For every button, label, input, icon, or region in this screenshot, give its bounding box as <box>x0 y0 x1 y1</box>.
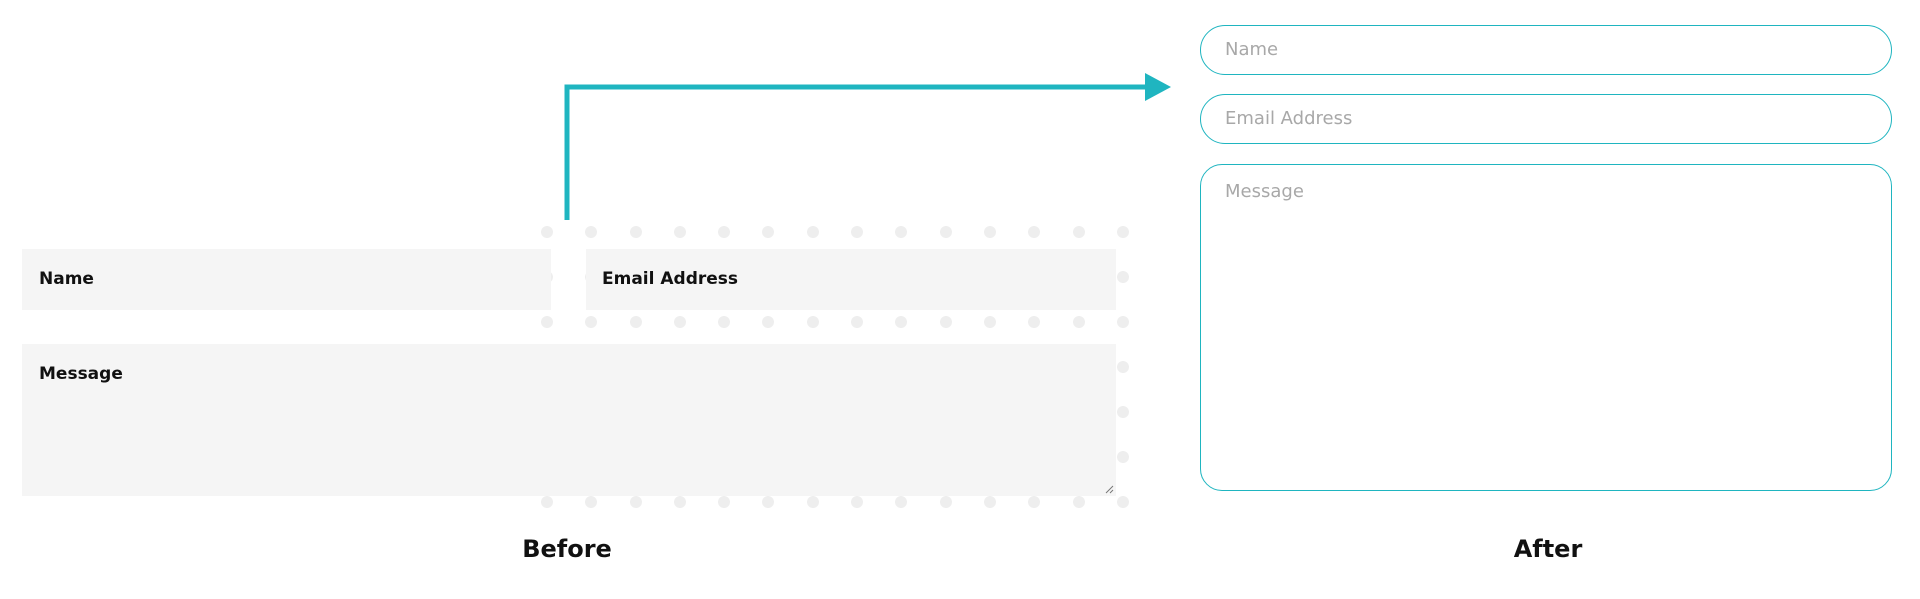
pattern-dot <box>762 316 774 328</box>
pattern-dot <box>718 316 730 328</box>
pattern-dot <box>1028 496 1040 508</box>
before-name-field[interactable]: Name <box>22 249 551 310</box>
pattern-dot <box>895 496 907 508</box>
pattern-dot <box>1028 316 1040 328</box>
pattern-dot <box>1117 496 1129 508</box>
pattern-dot <box>851 226 863 238</box>
before-email-label: Email Address <box>602 269 739 289</box>
pattern-dot <box>940 226 952 238</box>
pattern-dot <box>718 496 730 508</box>
after-name-placeholder: Name <box>1225 39 1279 60</box>
pattern-dot <box>630 496 642 508</box>
pattern-dot <box>984 226 996 238</box>
pattern-dot <box>984 496 996 508</box>
pattern-dot <box>1117 271 1129 283</box>
pattern-dot <box>895 226 907 238</box>
pattern-dot <box>1117 361 1129 373</box>
pattern-dot <box>674 226 686 238</box>
before-caption: Before <box>522 535 612 563</box>
pattern-dot <box>541 316 553 328</box>
pattern-dot <box>1117 316 1129 328</box>
pattern-dot <box>762 226 774 238</box>
pattern-dot <box>541 496 553 508</box>
pattern-dot <box>1117 451 1129 463</box>
pattern-dot <box>895 316 907 328</box>
before-message-field[interactable]: Message <box>22 344 1116 496</box>
after-email-placeholder: Email Address <box>1225 108 1353 129</box>
before-message-label: Message <box>39 364 123 384</box>
pattern-dot <box>851 496 863 508</box>
pattern-dot <box>585 496 597 508</box>
pattern-dot <box>940 316 952 328</box>
pattern-dot <box>1073 496 1085 508</box>
pattern-dot <box>1117 226 1129 238</box>
after-email-input[interactable]: Email Address <box>1200 94 1892 144</box>
pattern-dot <box>541 226 553 238</box>
pattern-dot <box>851 316 863 328</box>
after-caption: After <box>1513 535 1583 563</box>
after-name-input[interactable]: Name <box>1200 25 1892 75</box>
before-email-field[interactable]: Email Address <box>586 249 1116 310</box>
pattern-dot <box>807 316 819 328</box>
pattern-dot <box>807 496 819 508</box>
pattern-dot <box>762 496 774 508</box>
pattern-dot <box>1028 226 1040 238</box>
pattern-dot <box>630 226 642 238</box>
pattern-dot <box>718 226 730 238</box>
pattern-dot <box>585 316 597 328</box>
pattern-dot <box>585 226 597 238</box>
pattern-dot <box>674 496 686 508</box>
before-name-label: Name <box>39 269 94 289</box>
pattern-dot <box>674 316 686 328</box>
after-message-textarea[interactable]: Message <box>1200 164 1892 491</box>
pattern-dot <box>1073 226 1085 238</box>
pattern-dot <box>984 316 996 328</box>
pattern-dot <box>630 316 642 328</box>
pattern-dot <box>940 496 952 508</box>
pattern-dot <box>1073 316 1085 328</box>
resize-grip-icon[interactable] <box>1105 485 1114 494</box>
pattern-dot <box>807 226 819 238</box>
after-message-placeholder: Message <box>1225 181 1304 202</box>
pattern-dot <box>1117 406 1129 418</box>
